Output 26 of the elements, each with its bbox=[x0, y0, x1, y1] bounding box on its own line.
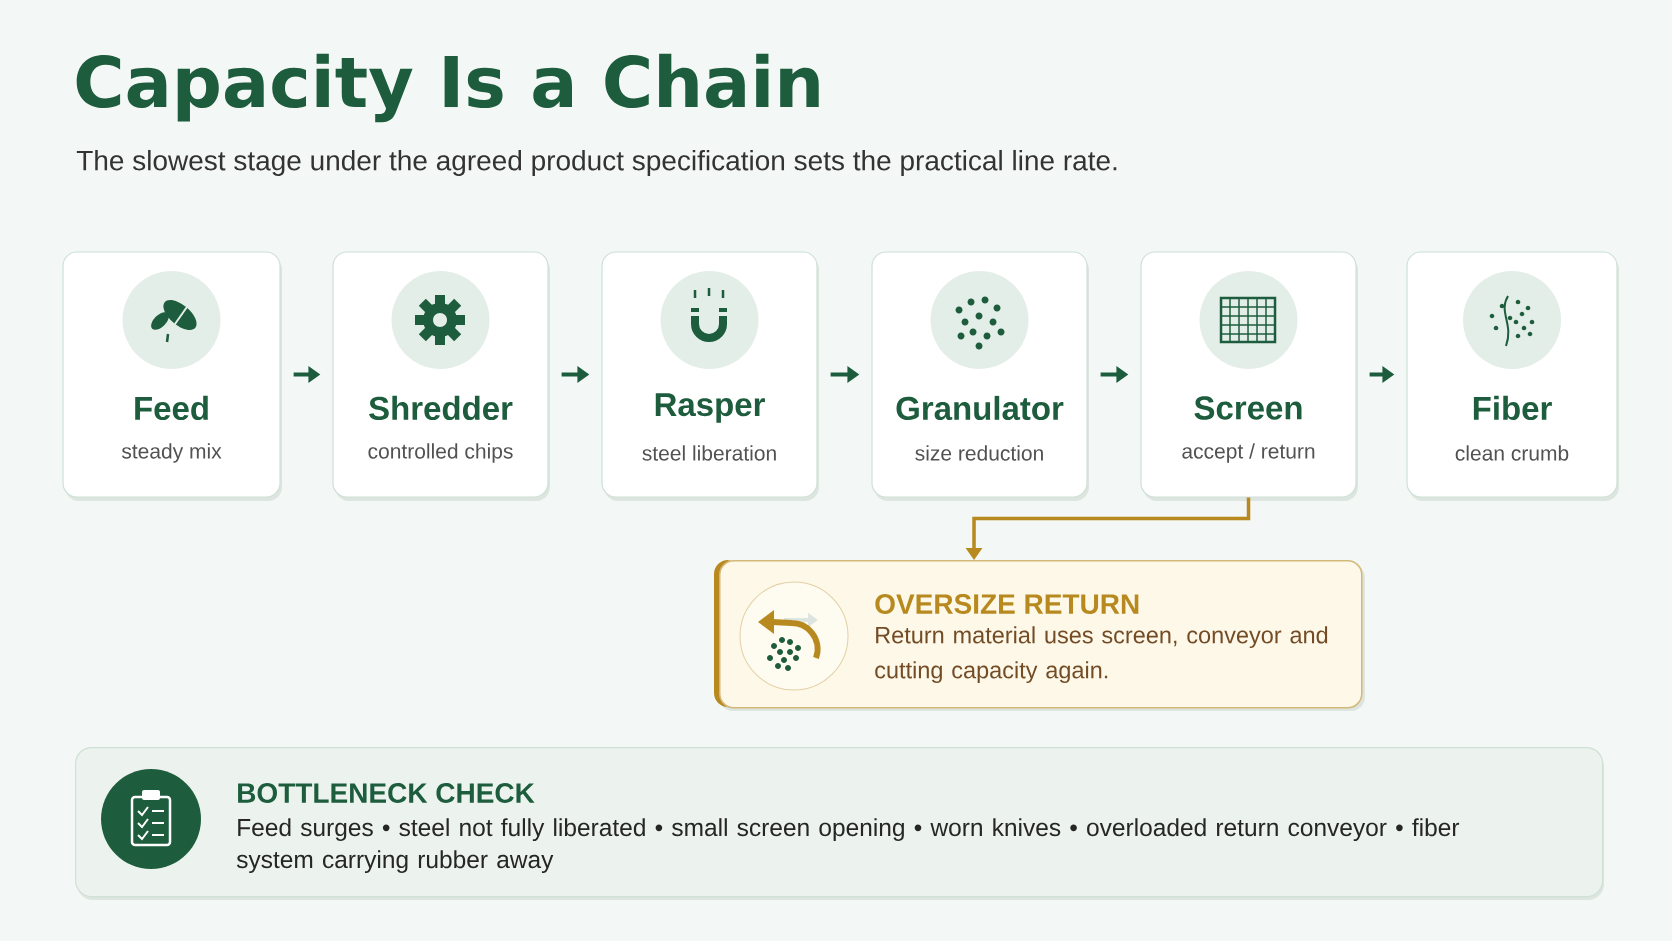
stage-card bbox=[62, 251, 282, 501]
stage-card bbox=[871, 251, 1089, 501]
stage-card bbox=[601, 251, 819, 501]
stage-description: clean crumb bbox=[1455, 445, 1569, 461]
check-panel bbox=[75, 747, 1604, 900]
subtitle: The slowest stage under the agreed product specification sets the practical line rate. bbox=[76, 149, 1117, 177]
stage-title: Rasper bbox=[655, 393, 765, 423]
stage-description: controlled chips bbox=[368, 443, 513, 463]
stage-description: steel liberation bbox=[642, 445, 776, 461]
stage-card bbox=[332, 251, 550, 501]
callout-heading: OVERSIZE RETURN bbox=[875, 594, 1139, 614]
callout-text: Return material uses screen, conveyor and cutting capacity again. bbox=[875, 626, 1328, 684]
stage-description: size reduction bbox=[915, 445, 1043, 461]
stage-description: accept / return bbox=[1182, 443, 1315, 463]
stage-description: steady mix bbox=[121, 443, 222, 463]
title: Capacity Is a Chain bbox=[76, 53, 819, 123]
stage-title: Fiber bbox=[1473, 395, 1552, 421]
stage-title: Feed bbox=[135, 395, 208, 421]
stage-title: Shredder bbox=[369, 395, 513, 421]
stage-title: Screen bbox=[1194, 396, 1302, 420]
callout-box bbox=[714, 560, 1365, 711]
stage-title: Granulator bbox=[896, 395, 1064, 421]
panel-text: Feed surges • steel not fully liberated • small screen opening • worn knives • overloaded return conveyor • fiber system carrying rubber away bbox=[236, 818, 1460, 874]
panel-heading: BOTTLENECK CHECK bbox=[238, 783, 535, 803]
stage-card bbox=[1140, 251, 1358, 501]
stage-card bbox=[1406, 251, 1619, 501]
